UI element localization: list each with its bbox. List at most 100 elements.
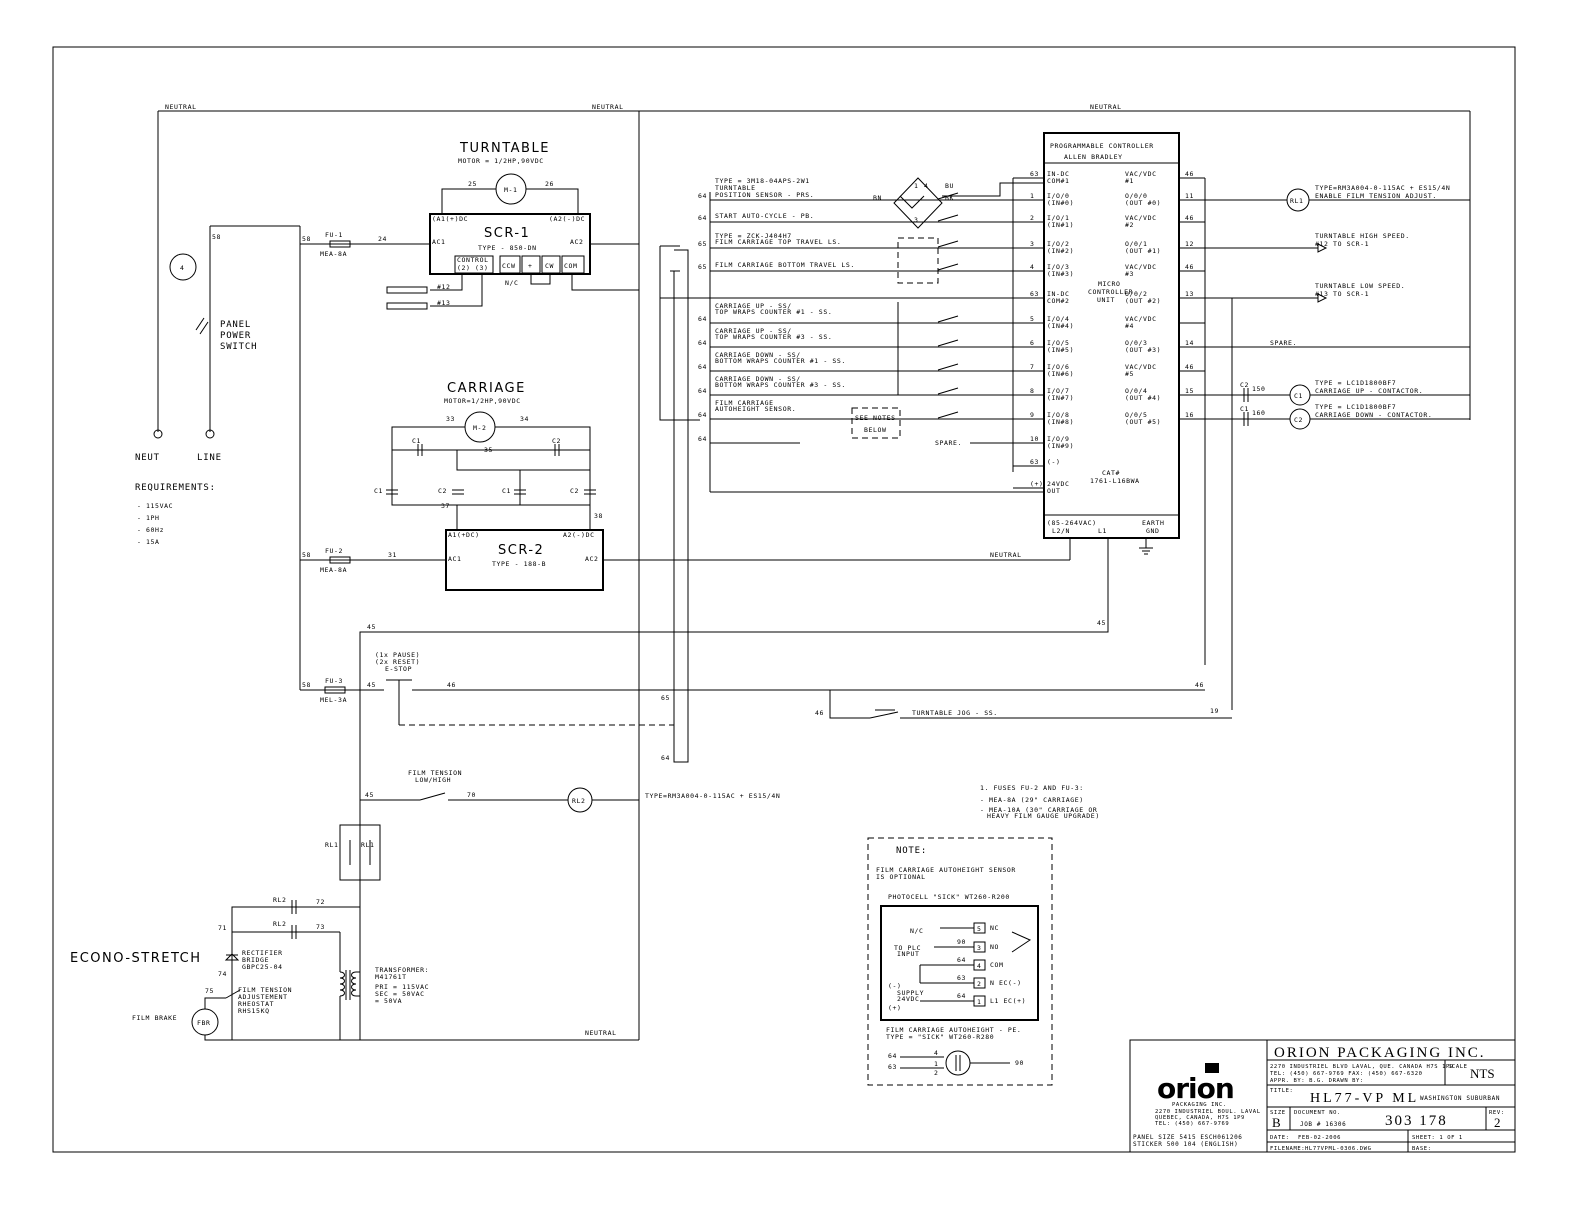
transformer-sec: SEC = 50VAC	[375, 990, 425, 998]
transformer-icon	[339, 971, 345, 997]
input-wire-number: 64	[698, 192, 707, 200]
plc-output-sub: #3	[1125, 270, 1134, 278]
bn-label: BN	[873, 194, 882, 202]
wire-45c: 45	[367, 681, 376, 689]
prox-sensor-icon	[893, 177, 943, 229]
base-label: BASE:	[1412, 1146, 1432, 1152]
pin3: 3	[977, 944, 982, 952]
input-wire-number: 64	[698, 435, 707, 443]
note-minus: (-)	[888, 982, 902, 990]
logo-sub1: PACKAGING INC.	[1172, 1102, 1227, 1108]
svg-text:C1: C1	[374, 487, 383, 495]
wire-65: 65	[661, 694, 670, 702]
plc-input-sub: OUT	[1047, 487, 1061, 495]
plc-output-wire-number: 15	[1185, 387, 1194, 395]
scr1-type: TYPE - 850-DN	[478, 244, 537, 252]
plc-input-terminal: I/O/6	[1047, 363, 1070, 371]
plc-input-terminal: I/O/2	[1047, 240, 1070, 248]
pin4: 4	[977, 962, 982, 970]
svg-text:4: 4	[924, 182, 929, 190]
plc-input-wire-number: 1	[1030, 192, 1035, 200]
wire-58d: 58	[302, 681, 311, 689]
input-desc: BOTTOM WRAPS COUNTER #1 - SS.	[715, 357, 846, 365]
plc-input-wire-number: (+)	[1030, 480, 1044, 488]
wire-46c: 46	[815, 709, 824, 717]
rl1-desc: ENABLE FILM TENSION ADJUST.	[1315, 192, 1437, 200]
scr1-title: SCR-1	[484, 226, 530, 241]
wire-64: 64	[661, 754, 670, 762]
plc-output-wire-number: 12	[1185, 240, 1194, 248]
scr1-a1: (A1(+)DC	[432, 215, 468, 223]
contact-icon	[937, 411, 959, 419]
pe-pin1: 1	[934, 1060, 939, 1068]
note-box: NOTE: FILM CARRIAGE AUTOHEIGHT SENSOR IS…	[867, 837, 1053, 1086]
sticker: STICKER 500 104 (ENGLISH)	[1133, 1141, 1238, 1148]
turntable-motor: MOTOR = 1/2HP,90VDC	[458, 157, 544, 165]
plc-cat1: CAT#	[1102, 469, 1120, 477]
estop-label: E-STOP	[385, 665, 412, 673]
scr1-a2: (A2(-)DC	[549, 215, 585, 223]
note-l1: FILM CARRIAGE AUTOHEIGHT SENSOR	[876, 866, 1016, 874]
logo-sub4: TEL: (450) 667-9769	[1155, 1121, 1229, 1127]
plc-input-wire-number: 10	[1030, 435, 1039, 443]
tension-l2: LOW/HIGH	[415, 776, 451, 784]
c1-coil: C1	[1294, 392, 1303, 400]
plc: PROGRAMMABLE CONTROLLER ALLEN BRADLEY MI…	[359, 132, 1205, 690]
plc-input-sub: (IN#3)	[1047, 270, 1074, 278]
size-label: SIZE	[1270, 1110, 1286, 1116]
plc-input-sub: (IN#1)	[1047, 221, 1074, 229]
contact-icon	[937, 387, 959, 395]
orion-logo: orion PACKAGING INC. 2270 INDUSTRIEL BOU…	[1155, 1063, 1260, 1127]
jog-switch-icon	[869, 711, 899, 719]
input-desc: CARRIAGE DOWN - SS/	[715, 351, 801, 359]
power-label: POWER	[220, 331, 251, 341]
interlock-c1: C1	[1240, 405, 1249, 413]
fuse-fu1-icon	[329, 240, 351, 248]
rev-value: 2	[1494, 1115, 1501, 1130]
wire-46a: 46	[447, 681, 456, 689]
pin1: 1	[977, 998, 982, 1006]
title-block: ORION PACKAGING INC. 2270 INDUSTRIEL BLV…	[1129, 1039, 1516, 1153]
plc-input-sub: (IN#4)	[1047, 322, 1074, 330]
fuse-note-l4: HEAVY FILM GAUGE UPGRADE)	[987, 812, 1100, 820]
jog-label: TURNTABLE JOG - SS.	[912, 709, 998, 717]
rev-label: REV:	[1489, 1110, 1505, 1116]
fuse-note-l2: - MEA-8A (29" CARRIAGE)	[980, 796, 1084, 804]
wire-58b: 58	[302, 235, 311, 243]
rl1-coil: RL1	[1290, 197, 1304, 205]
photocell-label: PHOTOCELL "SICK" WT260-R200	[888, 893, 1010, 901]
input-wire-number: 65	[698, 240, 707, 248]
plc-input-sub: (IN#7)	[1047, 394, 1074, 402]
input-desc: FILM CARRIAGE TOP TRAVEL LS.	[715, 238, 841, 246]
scr1-ac2: AC2	[570, 238, 584, 246]
carriage-section: CARRIAGE MOTOR=1/2HP,90VDC M-2 33 34 35 …	[300, 381, 1070, 591]
req-item: - 60Hz	[137, 526, 164, 534]
turntable-section: TURNTABLE MOTOR = 1/2HP,90VDC M-1 25 26 …	[300, 141, 639, 310]
wire-58: 58	[212, 233, 221, 241]
plc-gnd: GND	[1146, 527, 1160, 535]
plc-output-sub: (OUT #0)	[1125, 199, 1161, 207]
panel-size: PANEL SIZE 5415 ESCH061206	[1133, 1134, 1243, 1141]
date-value: FEB-02-2006	[1298, 1135, 1341, 1141]
spare-input: SPARE.	[935, 439, 962, 447]
note-nc: N/C	[910, 927, 924, 935]
plc-cat2: 1761-L16BWA	[1090, 477, 1140, 485]
tension-section: FILM TENSION LOW/HIGH 45 70 RL2 TYPE=RM3…	[359, 690, 780, 1040]
plc-output-wire-number: 46	[1185, 214, 1194, 222]
scr1-ccw: CCW	[502, 262, 516, 270]
high-speed-label: TURNTABLE HIGH SPEED.	[1315, 232, 1410, 240]
plc-input-sub: (IN#9)	[1047, 442, 1074, 450]
plc-input-sub: (IN#2)	[1047, 247, 1074, 255]
neutral-label-5: NEUTRAL	[990, 551, 1022, 559]
plc-output-terminal: O/0/2	[1125, 290, 1148, 298]
input-desc: TYPE = 3M18-04APS-2W1	[715, 177, 810, 185]
wire-24: 24	[378, 235, 387, 243]
scr1-plus: +	[528, 262, 533, 270]
lamp-icon	[169, 253, 197, 281]
file-label: FILENAME:	[1270, 1146, 1305, 1152]
input-desc: TURNTABLE	[715, 184, 756, 192]
note-w90b: 90	[1015, 1059, 1024, 1067]
wire-72: 72	[316, 898, 325, 906]
scr2-title: SCR-2	[498, 543, 544, 558]
note-l2: IS OPTIONAL	[876, 873, 926, 881]
